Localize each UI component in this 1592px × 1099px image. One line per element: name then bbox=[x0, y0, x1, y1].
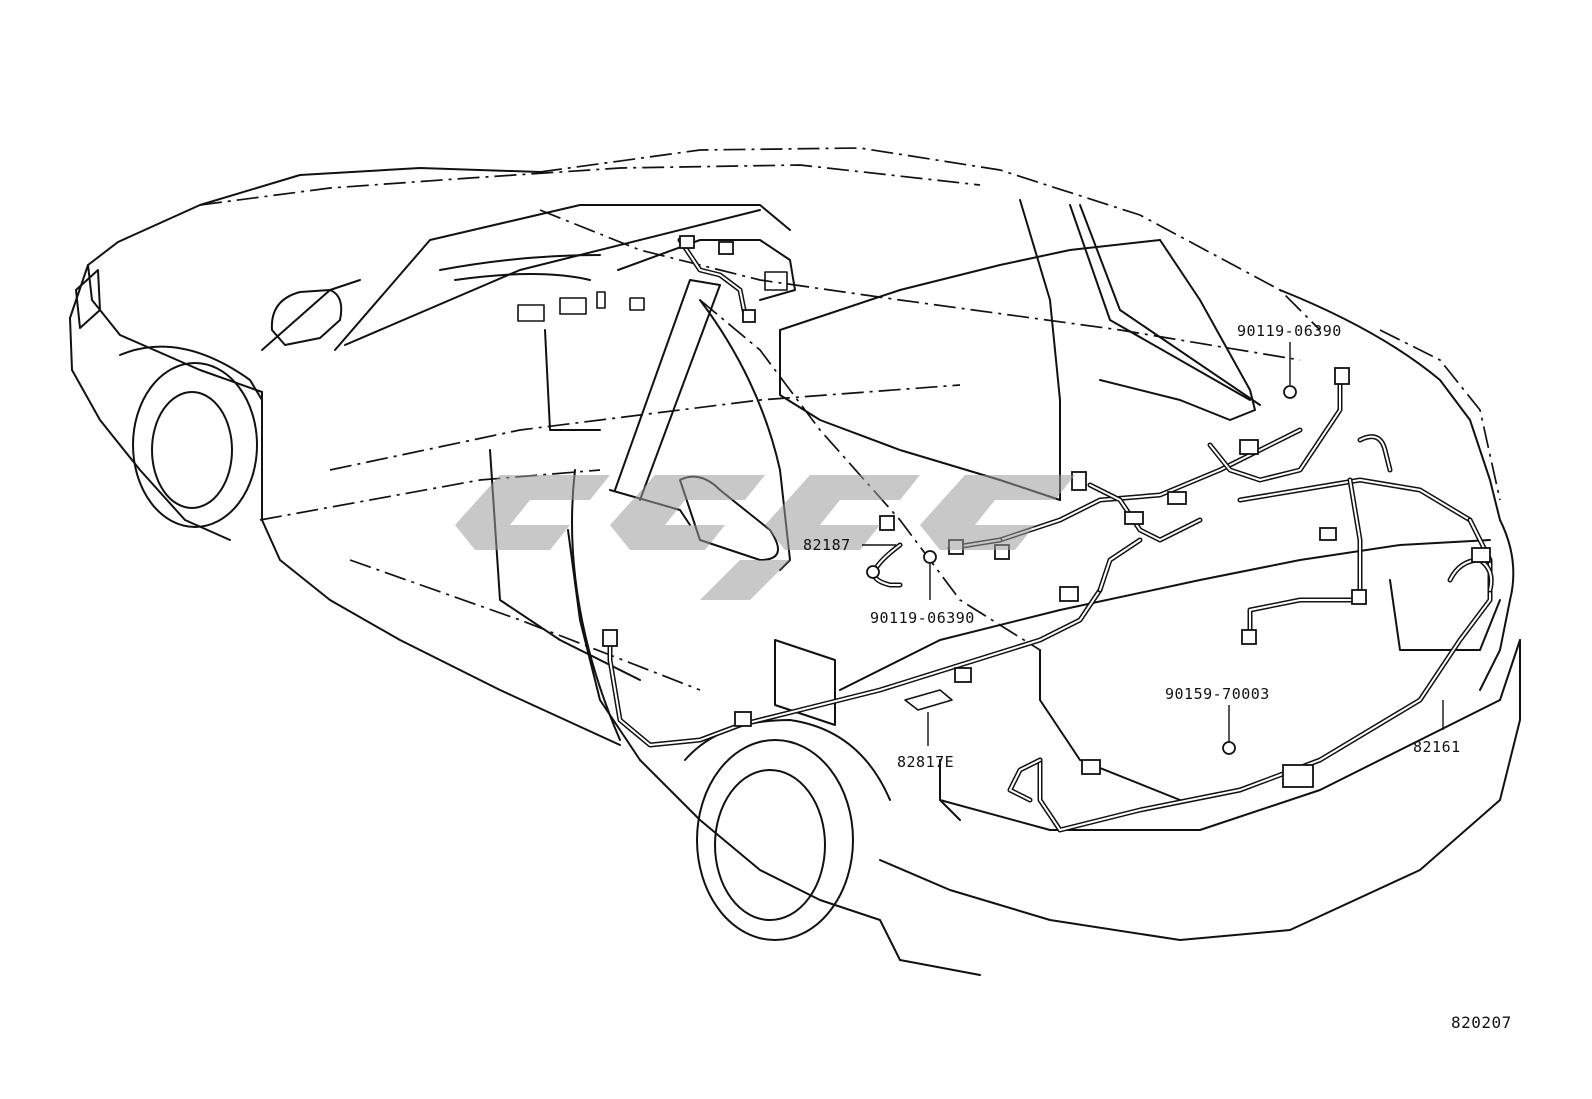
leader-lines bbox=[862, 342, 1444, 746]
car-body bbox=[69, 147, 1521, 976]
callout-protector-82817e: 82817E bbox=[897, 753, 954, 771]
callout-bolt-center: 90119-06390 bbox=[870, 609, 975, 627]
watermark bbox=[455, 475, 1075, 600]
callout-clamp: 90159-70003 bbox=[1165, 685, 1270, 703]
wire-harness bbox=[602, 235, 1494, 833]
callout-harness-82161: 82161 bbox=[1413, 738, 1461, 756]
diagram-number: 820207 bbox=[1451, 1013, 1512, 1032]
callout-harness-82187: 82187 bbox=[803, 536, 851, 554]
callout-bolt-upper-right: 90119-06390 bbox=[1237, 322, 1342, 340]
